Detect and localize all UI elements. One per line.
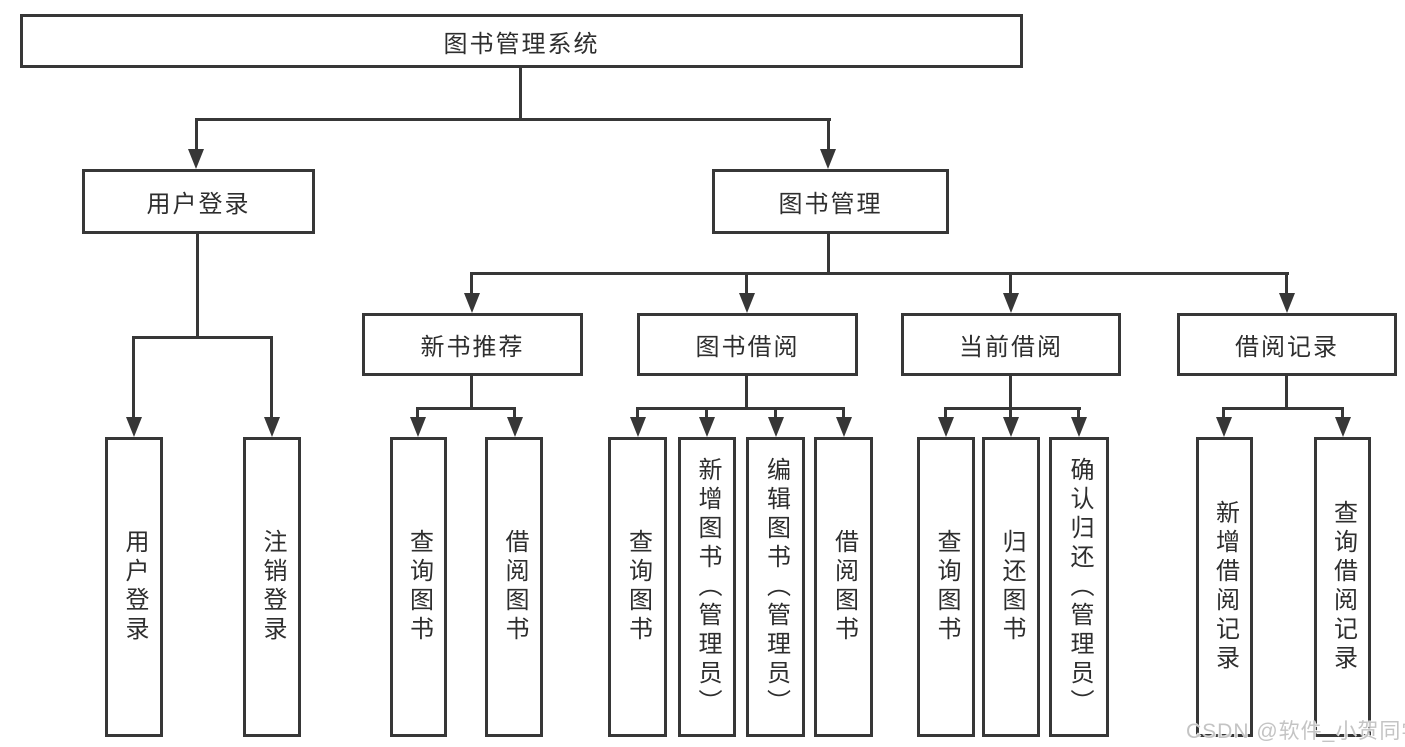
connector-line (745, 272, 748, 295)
leaf-user-login: 用户登录 (105, 437, 163, 737)
leaf-add-books-admin: 新增图书（管理员） (678, 437, 736, 737)
arrow-down-icon (264, 417, 280, 437)
connector-line (196, 232, 199, 339)
node-label: 新书推荐 (420, 334, 525, 361)
arrow-down-icon (126, 417, 142, 437)
arrow-down-icon (1071, 417, 1087, 437)
connector-line (1222, 407, 1344, 410)
connector-line (1222, 407, 1225, 419)
node-label: 查询图书 (624, 529, 652, 645)
node-label: 借阅图书 (501, 529, 528, 645)
arrow-down-icon (630, 417, 646, 437)
arrow-down-icon (836, 417, 852, 437)
arrow-down-icon (1003, 293, 1019, 313)
node-label: 查询图书 (933, 529, 960, 645)
connector-line (842, 407, 845, 419)
connector-line (195, 118, 831, 121)
arrow-down-icon (1003, 417, 1019, 437)
connector-line (1077, 407, 1080, 419)
leaf-edit-books-admin: 编辑图书（管理员） (746, 437, 805, 737)
leaf-query-books-recommend: 查询图书 (390, 437, 447, 737)
connector-line (132, 336, 135, 419)
connector-line (195, 118, 198, 152)
node-current-borrowing: 当前借阅 (901, 313, 1121, 376)
arrow-down-icon (699, 417, 715, 437)
arrow-down-icon (1335, 417, 1351, 437)
connector-line (1009, 374, 1012, 410)
connector-line (827, 118, 830, 152)
arrow-down-icon (820, 149, 836, 169)
connector-line (1285, 374, 1288, 410)
connector-line (519, 66, 522, 121)
leaf-return-books: 归还图书 (982, 437, 1040, 737)
node-label: 新增借阅记录 (1211, 500, 1239, 674)
node-label: 图书借阅 (695, 334, 800, 361)
connector-line (132, 336, 273, 339)
connector-line (944, 407, 947, 419)
connector-line (470, 272, 473, 295)
node-library-management-system: 图书管理系统 (20, 14, 1023, 68)
node-label: 归还图书 (998, 529, 1025, 645)
node-book-management: 图书管理 (712, 169, 949, 234)
leaf-borrow-books: 借阅图书 (814, 437, 873, 737)
node-new-book-recommend: 新书推荐 (362, 313, 583, 376)
leaf-logout: 注销登录 (243, 437, 301, 737)
node-label: 用户登录 (146, 191, 251, 218)
arrow-down-icon (1279, 293, 1295, 313)
leaf-query-books-current: 查询图书 (917, 437, 975, 737)
connector-line (1341, 407, 1344, 419)
arrow-down-icon (768, 417, 784, 437)
leaf-query-books-borrowing: 查询图书 (608, 437, 667, 737)
connector-line (705, 407, 708, 419)
csdn-watermark: CSDN @软件_小贺同学 (1186, 720, 1405, 743)
node-label: 查询图书 (405, 529, 433, 645)
connector-line (774, 407, 777, 419)
connector-line (827, 232, 830, 275)
connector-line (270, 336, 273, 419)
connector-line (944, 407, 1081, 410)
arrow-down-icon (188, 149, 204, 169)
connector-line (416, 407, 419, 419)
node-label: 注销登录 (259, 529, 286, 645)
connector-line (636, 407, 845, 410)
node-label: 查询借阅记录 (1329, 500, 1357, 674)
arrow-down-icon (464, 293, 480, 313)
node-label: 用户登录 (121, 529, 148, 645)
node-label: 借阅图书 (830, 529, 858, 645)
node-label: 编辑图书（管理员） (762, 456, 790, 718)
node-label: 图书管理 (778, 191, 883, 218)
leaf-confirm-return-admin: 确认归还（管理员） (1049, 437, 1109, 737)
arrow-down-icon (739, 293, 755, 313)
arrow-down-icon (1216, 417, 1232, 437)
node-book-borrowing: 图书借阅 (637, 313, 858, 376)
connector-line (636, 407, 639, 419)
node-user-login: 用户登录 (82, 169, 315, 234)
arrow-down-icon (507, 417, 523, 437)
node-label: 确认归还（管理员） (1066, 456, 1093, 718)
node-borrowing-records: 借阅记录 (1177, 313, 1397, 376)
arrow-down-icon (410, 417, 426, 437)
connector-line (1285, 272, 1288, 295)
connector-line (513, 407, 516, 419)
connector-line (470, 272, 1289, 275)
leaf-borrow-books-recommend: 借阅图书 (485, 437, 543, 737)
arrow-down-icon (938, 417, 954, 437)
node-label: 借阅记录 (1235, 334, 1339, 361)
connector-line (745, 374, 748, 410)
connector-line (416, 407, 516, 410)
leaf-query-borrow-record: 查询借阅记录 (1314, 437, 1371, 737)
node-label: 图书管理系统 (443, 30, 600, 58)
leaf-add-borrow-record: 新增借阅记录 (1196, 437, 1253, 737)
connector-line (1009, 407, 1012, 419)
node-label: 新增图书（管理员） (694, 456, 721, 718)
node-label: 当前借阅 (959, 334, 1063, 361)
connector-line (1009, 272, 1012, 295)
connector-line (470, 374, 473, 410)
